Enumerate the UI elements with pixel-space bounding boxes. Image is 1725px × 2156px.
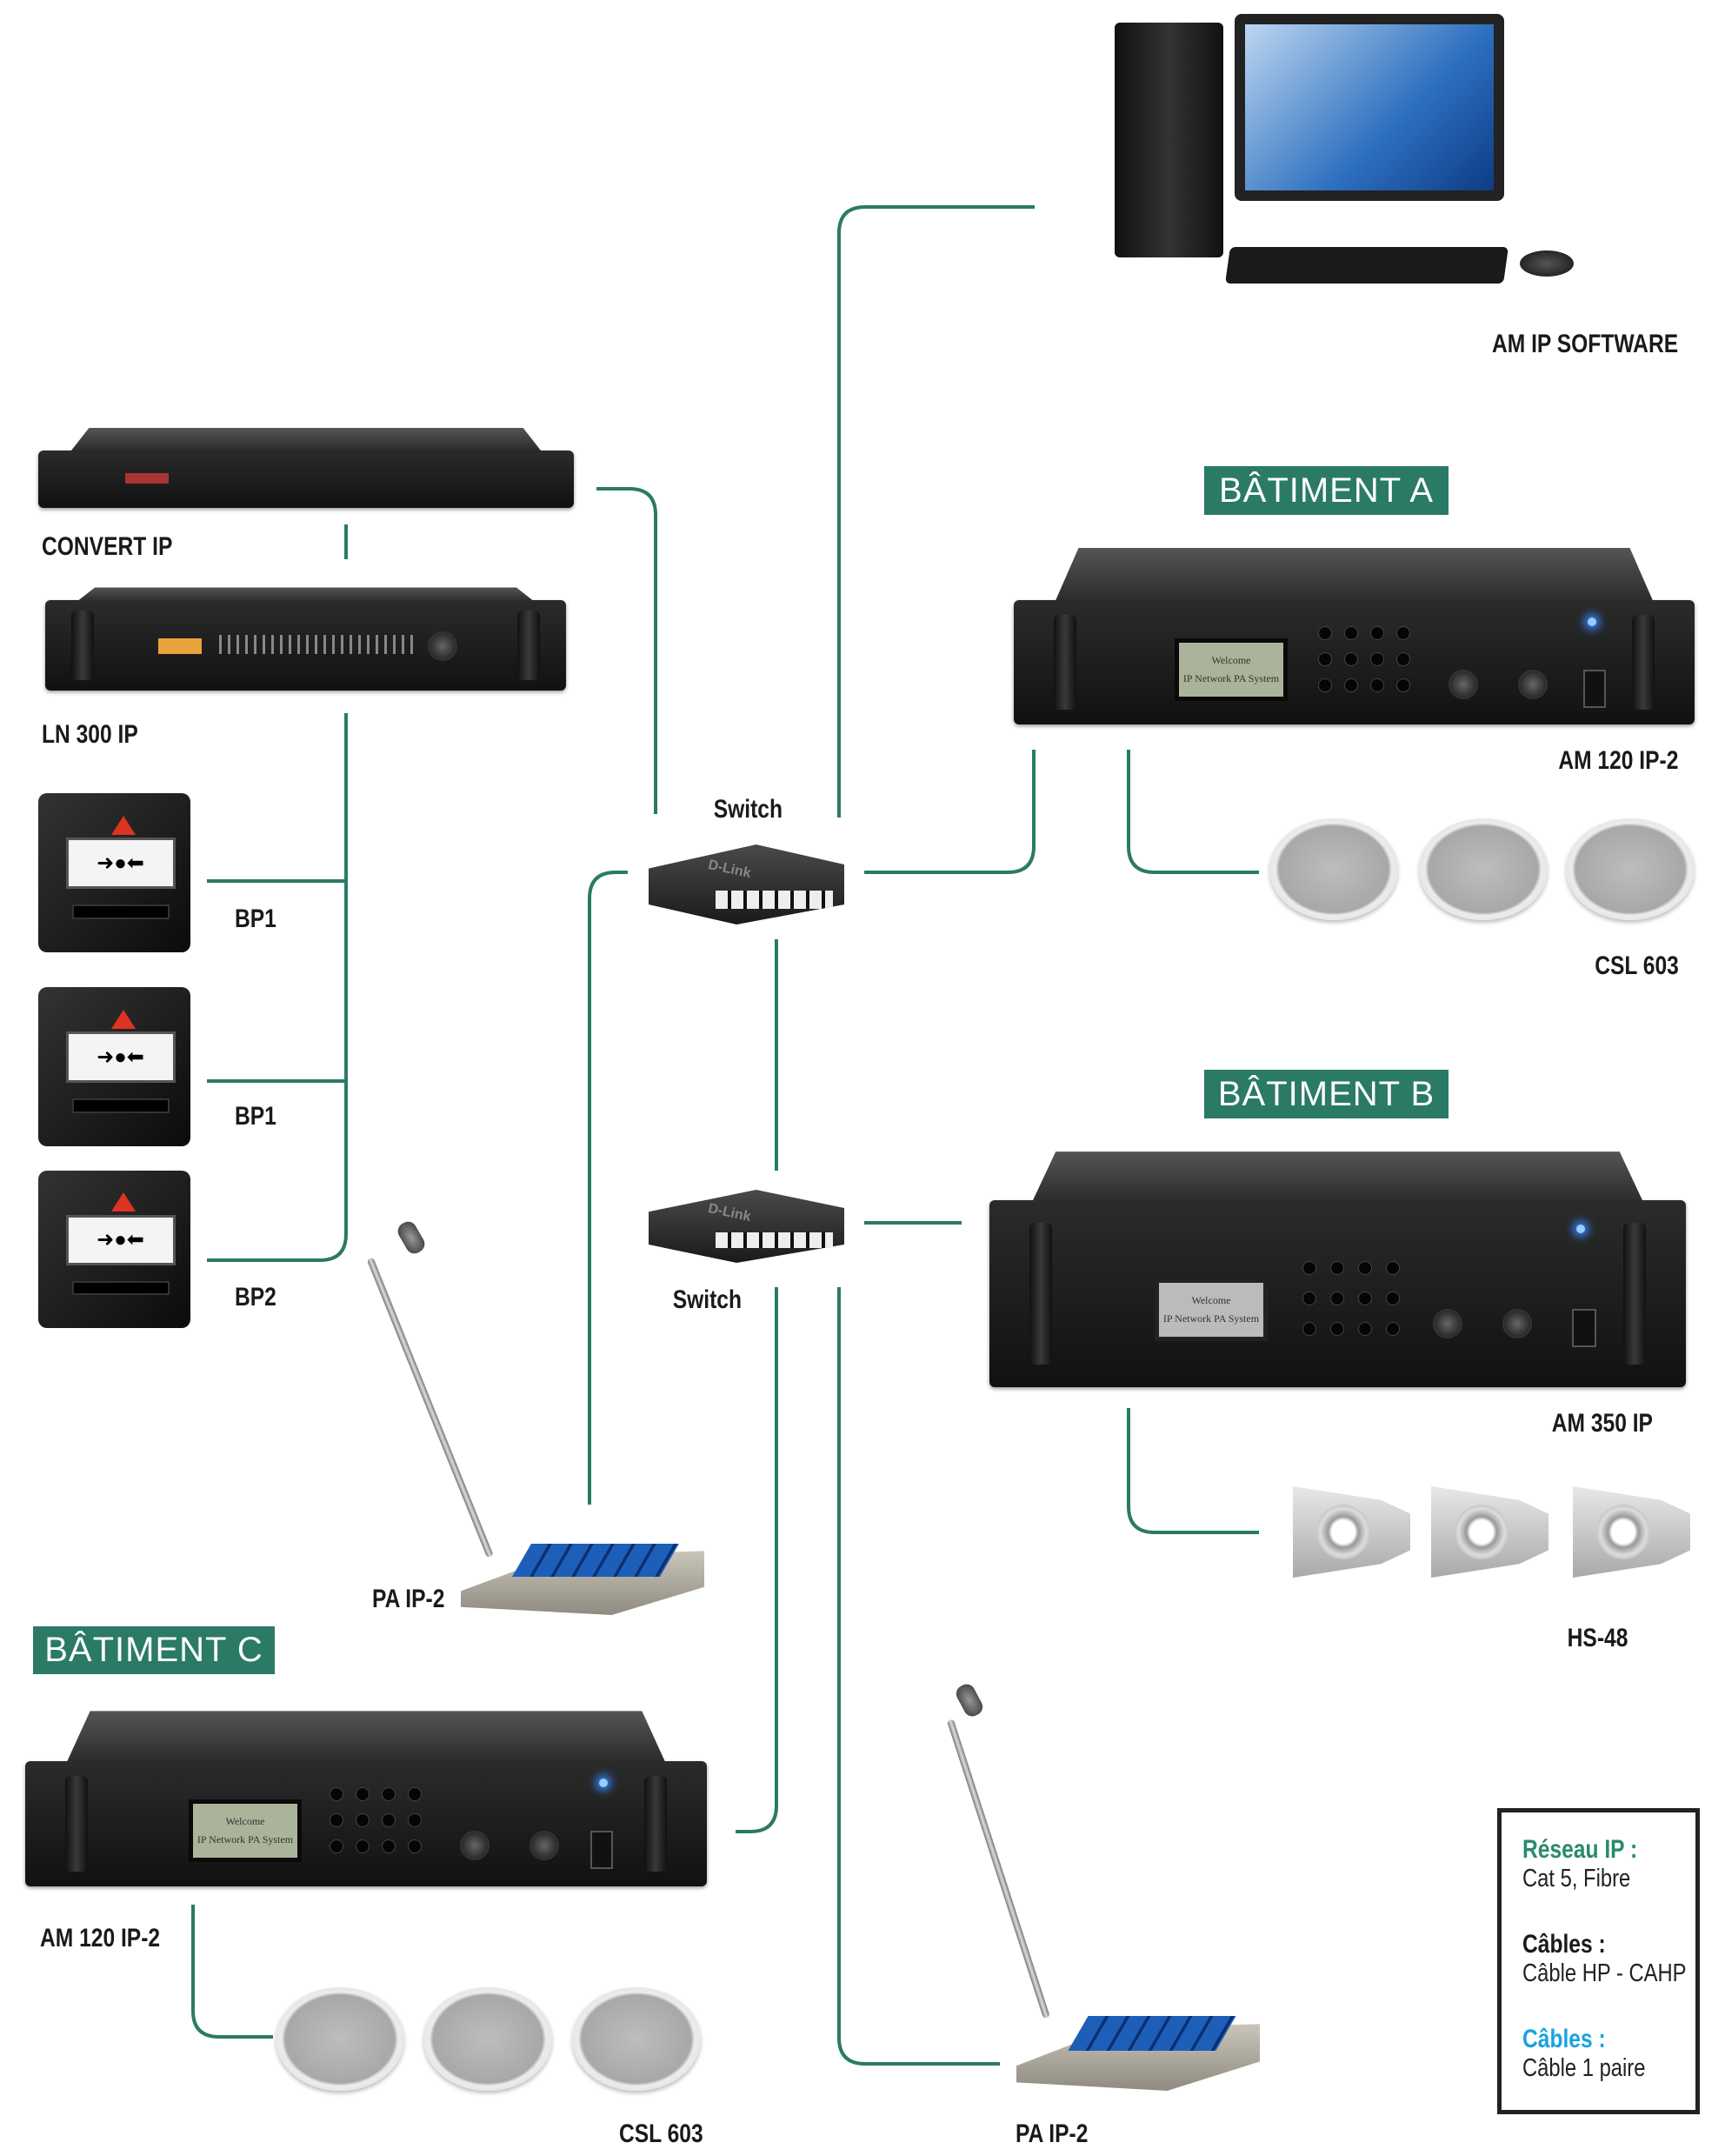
building-b-amplifier-label: AM 350 IP	[1551, 1409, 1653, 1438]
call-point-2: ➜●⬅	[38, 987, 190, 1146]
wire-switch1-to-amp-a	[864, 750, 1036, 874]
building-c-speaker-1	[276, 1987, 404, 2091]
building-a-speakers-label: CSL 603	[1595, 951, 1679, 980]
building-b-badge: BÂTIMENT B	[1204, 1070, 1449, 1118]
wire-switch1-to-computer	[837, 205, 1035, 818]
mouse	[1520, 250, 1574, 277]
building-c-speakers-label: CSL 603	[619, 2119, 703, 2148]
wire-switch1-to-console1	[588, 871, 628, 1505]
switch-2-label: Switch	[672, 1285, 742, 1314]
building-c-badge: BÂTIMENT C	[33, 1626, 275, 1674]
switch-2: D-Link	[649, 1190, 844, 1263]
call-point-1-label: BP1	[235, 904, 276, 933]
building-a-badge: BÂTIMENT A	[1204, 466, 1449, 515]
ln300-device	[45, 587, 566, 691]
console-1-label: PA IP-2	[372, 1585, 445, 1613]
call-point-3: ➜●⬅	[38, 1171, 190, 1328]
monitor	[1235, 14, 1504, 201]
keyboard	[1225, 247, 1509, 284]
wire-amp-a-to-speakers	[1127, 750, 1259, 874]
wire-amp-b-to-horns	[1127, 1408, 1259, 1534]
pc-tower	[1115, 23, 1223, 257]
wire-amp-c-to-speakers	[191, 1905, 273, 2039]
building-a-speaker-3	[1566, 818, 1695, 920]
building-b-speakers-label: HS-48	[1567, 1624, 1628, 1652]
wire-switch2-to-console2	[837, 1287, 1000, 2066]
legend-ip-title: Réseau IP :	[1522, 1835, 1638, 1864]
call-point-2-label: BP1	[235, 1102, 276, 1131]
wire-convert-to-switch	[596, 487, 657, 814]
building-a-speaker-2	[1419, 818, 1548, 920]
legend-cables2-title: Câbles :	[1522, 2025, 1606, 2053]
switch-1-label: Switch	[713, 795, 783, 824]
console-1-touchscreen	[512, 1544, 679, 1577]
call-point-1: ➜●⬅	[38, 793, 190, 952]
call-point-3-label: BP2	[235, 1283, 276, 1312]
wire-ln300-to-callpoints	[207, 713, 348, 1262]
convert-ip-label: CONVERT IP	[42, 532, 173, 561]
building-c-speaker-2	[423, 1987, 552, 2091]
legend-cables2-text: Câble 1 paire	[1522, 2054, 1646, 2082]
computer	[1115, 14, 1574, 290]
computer-label: AM IP SOFTWARE	[1491, 330, 1678, 358]
console-2-touchscreen	[1068, 2016, 1236, 2051]
legend-cables1-text: Câble HP - CAHP	[1522, 1959, 1687, 1987]
legend-box: Réseau IP : Cat 5, Fibre Câbles : Câble …	[1497, 1808, 1700, 2114]
building-c-speaker-3	[572, 1987, 701, 2091]
ln300-label: LN 300 IP	[42, 720, 138, 749]
building-c-amplifier-label: AM 120 IP-2	[40, 1924, 161, 1952]
wire-switch2-to-amp-c	[736, 1287, 778, 1833]
legend-ip-text: Cat 5, Fibre	[1522, 1865, 1631, 1892]
convert-ip-device	[38, 427, 574, 508]
building-a-speaker-1	[1269, 818, 1398, 920]
console-2-label: PA IP-2	[1016, 2119, 1089, 2148]
building-a-amplifier-label: AM 120 IP-2	[1557, 746, 1678, 775]
legend-cables1-title: Câbles :	[1522, 1930, 1606, 1959]
